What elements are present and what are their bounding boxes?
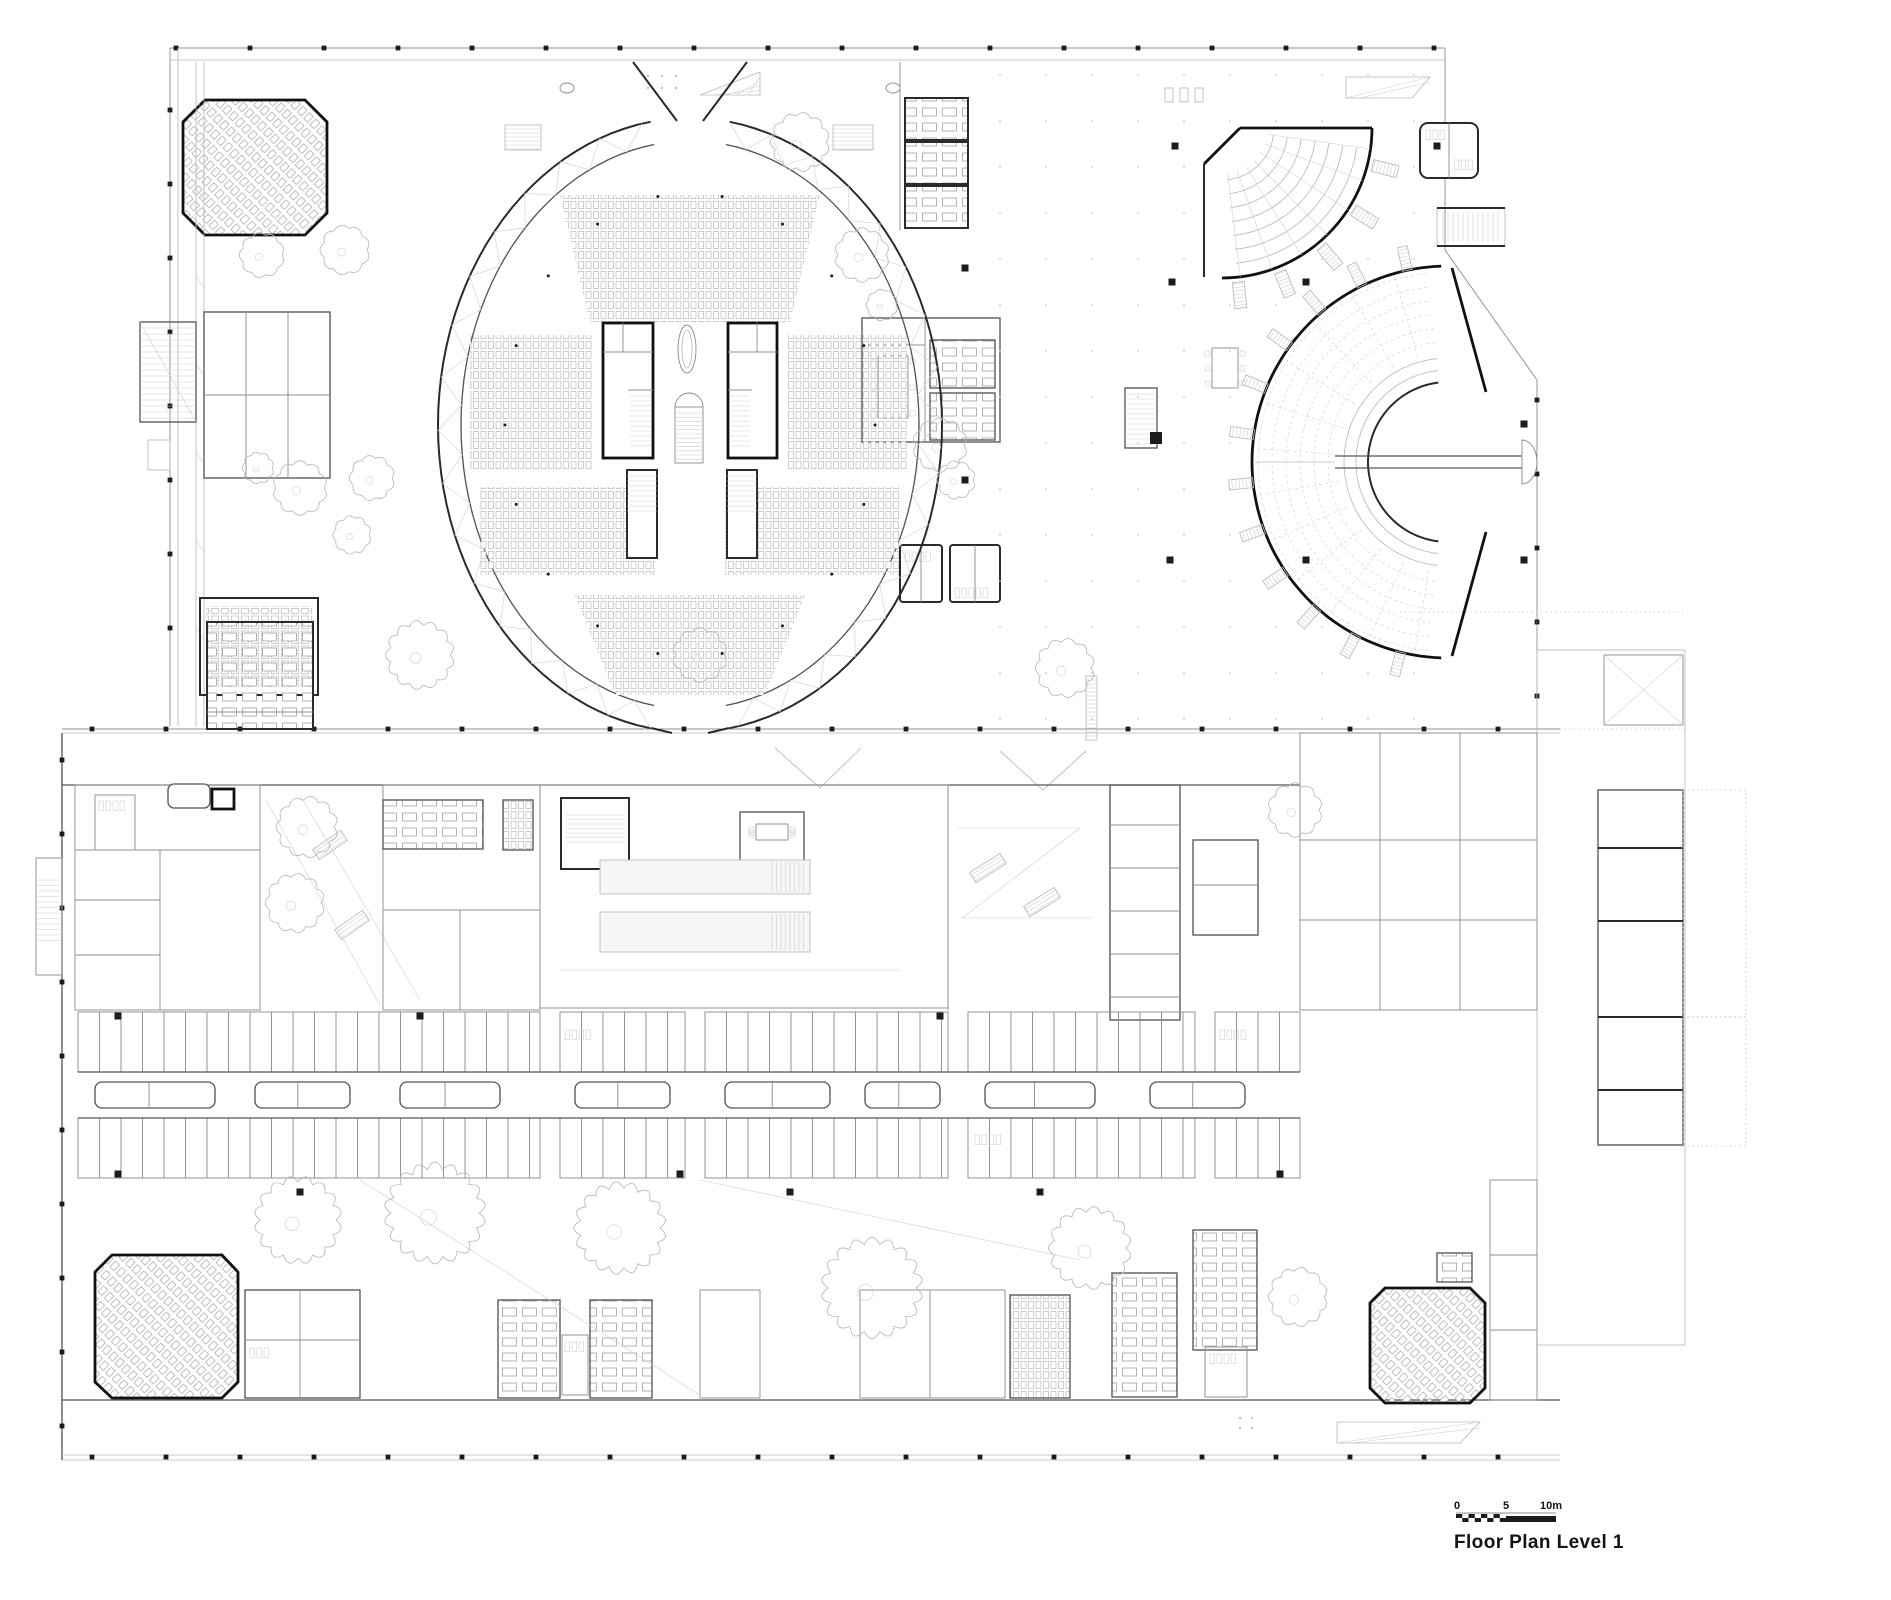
lower-building-wing: [35, 611, 1747, 1461]
crescent-lecture-hall: [1228, 245, 1538, 678]
scale-label-0: 0: [1454, 1500, 1460, 1512]
oval-plenary-hall: [436, 61, 944, 734]
title-block: 0 5 10m Floor Plan Level 1: [1454, 1500, 1624, 1553]
fan-lecture-hall: [1203, 126, 1400, 310]
scale-label-5: 5: [1503, 1500, 1509, 1512]
courtyard-trees: [238, 112, 1328, 1340]
structural-columns: [114, 142, 1528, 1196]
drawing-title: Floor Plan Level 1: [1454, 1532, 1624, 1553]
scale-label-10m: 10m: [1540, 1500, 1562, 1512]
scale-bar: [1456, 1512, 1556, 1522]
